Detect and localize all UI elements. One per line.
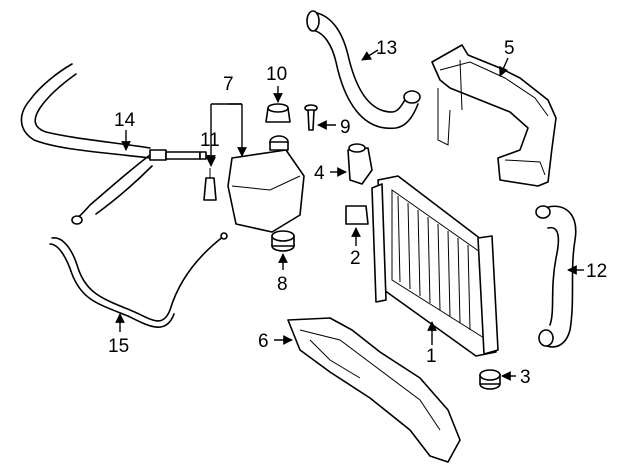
reservoir-cap-part — [265, 103, 291, 123]
callout-5: 5 — [504, 38, 515, 59]
callout-8: 8 — [277, 274, 288, 295]
radiator-support-part — [431, 44, 557, 187]
callout-12: 12 — [586, 261, 607, 282]
callout-15: 15 — [108, 336, 129, 357]
lower-radiator-hose-part — [535, 205, 577, 348]
callout-4: 4 — [314, 163, 325, 184]
drain-plug-part — [479, 369, 501, 390]
callout-1: 1 — [426, 346, 437, 367]
coolant-line-part — [49, 232, 228, 328]
mount-part — [345, 205, 369, 225]
callout-2: 2 — [350, 248, 361, 269]
callout-10: 10 — [266, 64, 287, 85]
callout-labels: 1 2 3 4 5 6 7 8 9 10 11 12 13 14 15 — [108, 38, 607, 388]
callout-9: 9 — [340, 117, 351, 138]
radiator-part — [371, 175, 499, 357]
leader-lines — [115, 49, 584, 381]
upper-radiator-hose-part — [306, 10, 421, 130]
coolant-reservoir-part — [227, 135, 305, 233]
callout-13: 13 — [376, 38, 397, 59]
callout-14: 14 — [114, 110, 136, 131]
push-pin-part — [304, 104, 318, 131]
callout-11: 11 — [200, 130, 220, 151]
bracket-clip-part — [347, 143, 373, 185]
callout-6: 6 — [258, 331, 269, 352]
callout-3: 3 — [520, 367, 531, 388]
heater-hose-part — [20, 63, 207, 225]
grommet-part — [271, 230, 295, 252]
air-deflector-part — [287, 317, 461, 463]
callout-7: 7 — [223, 74, 234, 95]
sensor-part — [203, 168, 217, 201]
